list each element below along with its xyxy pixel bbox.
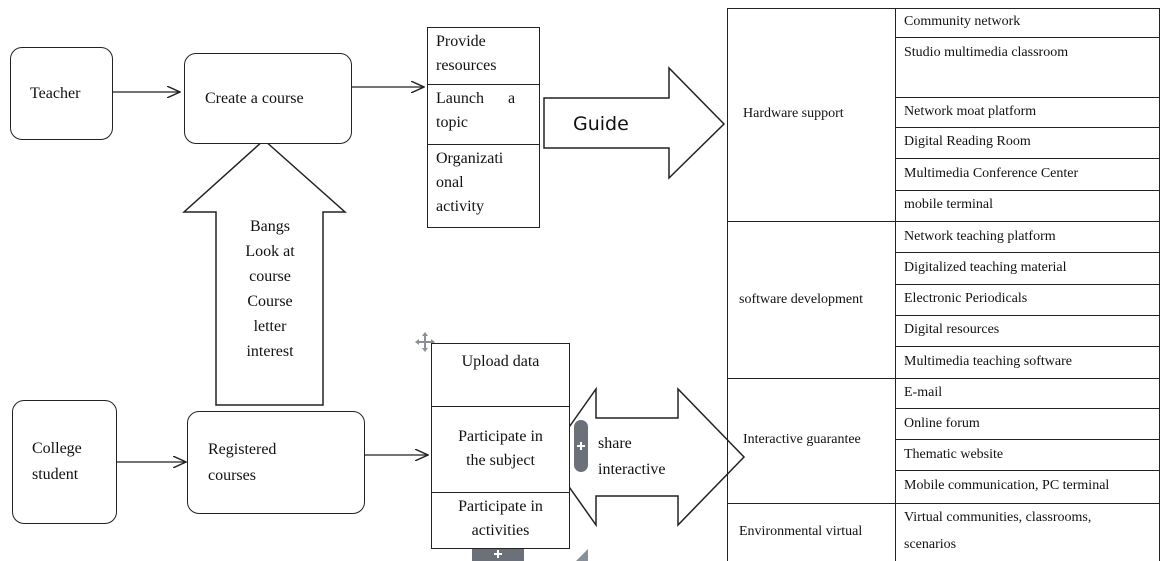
teacher-actions-list: Provide resources Launch a topic Organiz… <box>427 27 540 228</box>
teacher-label: Teacher <box>30 84 81 102</box>
share-interactive-label: share interactive <box>598 435 666 478</box>
list-item-provide-resources: Provide resources <box>436 33 497 74</box>
resize-handle-icon <box>576 549 588 561</box>
add-row-icon <box>574 420 588 472</box>
table-item: Thematic website <box>904 447 1004 462</box>
list-item-launch-topic: Launch a topic <box>428 84 539 144</box>
list-item-organizational-activity: Organizati onal activity <box>428 144 539 228</box>
table-item: Network teaching platform <box>904 229 1056 244</box>
table-item: Digitalized teaching material <box>904 260 1067 275</box>
table-item: Digital Reading Room <box>904 134 1031 149</box>
teacher-box: Teacher <box>10 47 113 140</box>
up-arrow-shape <box>182 138 347 406</box>
college-student-label-line2: student <box>32 466 79 483</box>
college-student-box: College student <box>12 400 117 524</box>
table-item: Mobile communication, PC terminal <box>904 478 1110 493</box>
group-label-software: software development <box>739 292 864 307</box>
share-double-arrow-shape <box>547 386 746 528</box>
registered-courses-box: Registered courses <box>187 411 365 514</box>
group-label-environmental: Environmental virtual <box>739 524 863 539</box>
table-item: E-mail <box>904 385 943 400</box>
table-item: Network moat platform <box>904 104 1037 119</box>
list-item-participate-activities: Participate in activities <box>432 492 569 549</box>
table-item: Studio multimedia classroom <box>904 45 1069 60</box>
add-column-icon <box>472 549 524 561</box>
student-actions-list: Upload data Participate in the subject P… <box>431 343 570 549</box>
table-item: Multimedia teaching software <box>904 354 1072 369</box>
group-label-interactive: Interactive guarantee <box>743 432 861 447</box>
table-item: scenarios <box>904 537 957 552</box>
table-item: Community network <box>904 14 1021 29</box>
group-label-hardware: Hardware support <box>743 106 844 121</box>
table-item: Virtual communities, classrooms, <box>904 510 1092 525</box>
move-handle-icon <box>415 332 435 352</box>
college-student-label-line1: College <box>32 440 82 457</box>
table-item: mobile terminal <box>904 197 994 212</box>
table-item: Digital resources <box>904 322 1000 337</box>
guide-arrow-shape <box>543 66 726 180</box>
create-course-box: Create a course <box>184 53 352 144</box>
create-course-label: Create a course <box>205 89 304 107</box>
list-item-upload-data: Upload data <box>461 353 540 370</box>
table-item: Multimedia Conference Center <box>904 166 1079 181</box>
table-item: Online forum <box>904 416 980 431</box>
table-item: Electronic Periodicals <box>904 291 1028 306</box>
up-arrow-text: Bangs Look at course Course letter inter… <box>245 218 295 360</box>
list-item-participate-subject: Participate in the subject <box>432 406 569 492</box>
guide-label: Guide <box>573 113 629 135</box>
